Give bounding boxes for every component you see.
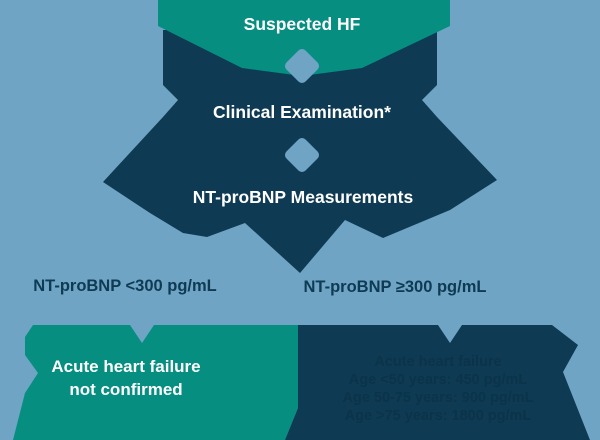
branch-left-label: NT-proBNP <300 pg/mL [33,277,217,295]
outcome-right-line4: Age >75 years: 1800 pg/mL [345,408,532,424]
suspected-hf-shape [158,0,450,76]
step-ntprobnp-measurements-label: NT-proBNP Measurements [193,187,414,207]
connector-diamond-top [284,48,320,84]
outcome-left-line2: not confirmed [69,380,182,399]
step-suspected-hf-label: Suspected HF [244,14,361,34]
outcome-right-shape [285,325,590,440]
outcome-left-shape [13,325,298,440]
outcome-left-line1: Acute heart failure [51,357,200,376]
outcome-right-line3: Age 50-75 years: 900 pg/mL [342,390,533,406]
step-clinical-examination-label: Clinical Examination* [213,102,391,122]
connector-diamond-middle [284,137,320,173]
outcome-right-line2: Age <50 years: 450 pg/mL [349,372,528,388]
outcome-right-line1: Acute heart failure [374,354,501,370]
branch-right-label: NT-proBNP ≥300 pg/mL [304,278,487,296]
